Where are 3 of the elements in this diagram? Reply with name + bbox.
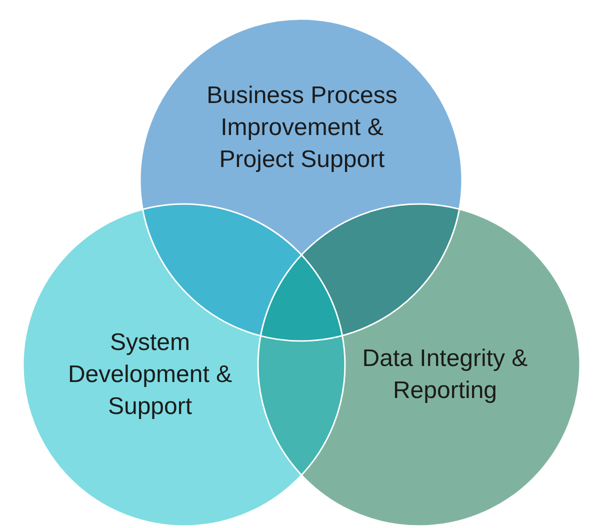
circle-label: System Development & Support bbox=[66, 328, 234, 422]
circle-label: Business Process Improvement & Project Support bbox=[206, 81, 398, 175]
circle-label: Data Integrity & Reporting bbox=[361, 344, 529, 406]
